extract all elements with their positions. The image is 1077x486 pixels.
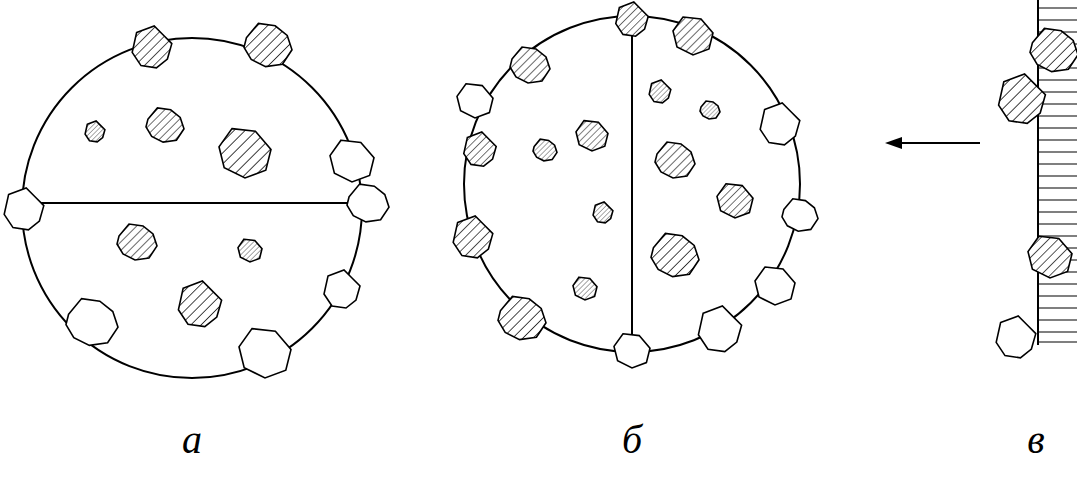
panel-letter: б: [622, 420, 642, 460]
specimen-edge: [885, 0, 1077, 358]
specimen-a: [4, 23, 389, 378]
specimen-b: [453, 2, 818, 368]
panel-letter: а: [182, 420, 202, 460]
panel-letter: в: [1027, 420, 1044, 460]
